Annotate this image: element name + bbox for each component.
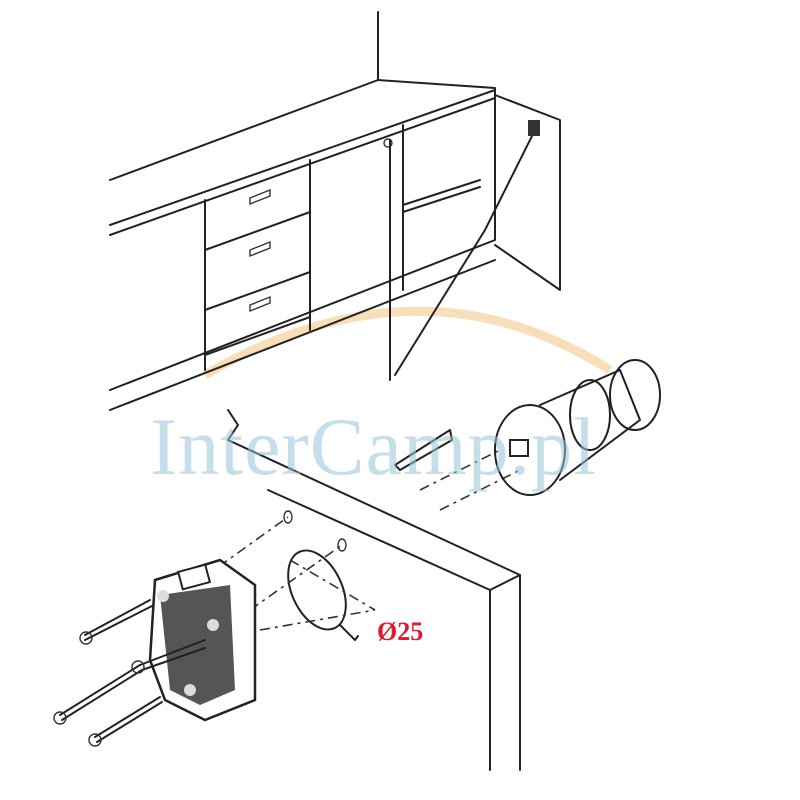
cabinet-illustration [109,11,561,411]
watermark: InterCamp.pl [150,401,597,492]
drill-hole-25mm [287,549,347,631]
lock-on-door-icon [528,120,540,136]
screws [53,599,206,747]
cylinder-lock [494,359,661,496]
hole-diameter-label: Ø25 [377,617,424,646]
alignment-lines [199,449,521,631]
door-panel [227,409,521,771]
pin [394,429,453,471]
watermark-arc [202,306,613,379]
